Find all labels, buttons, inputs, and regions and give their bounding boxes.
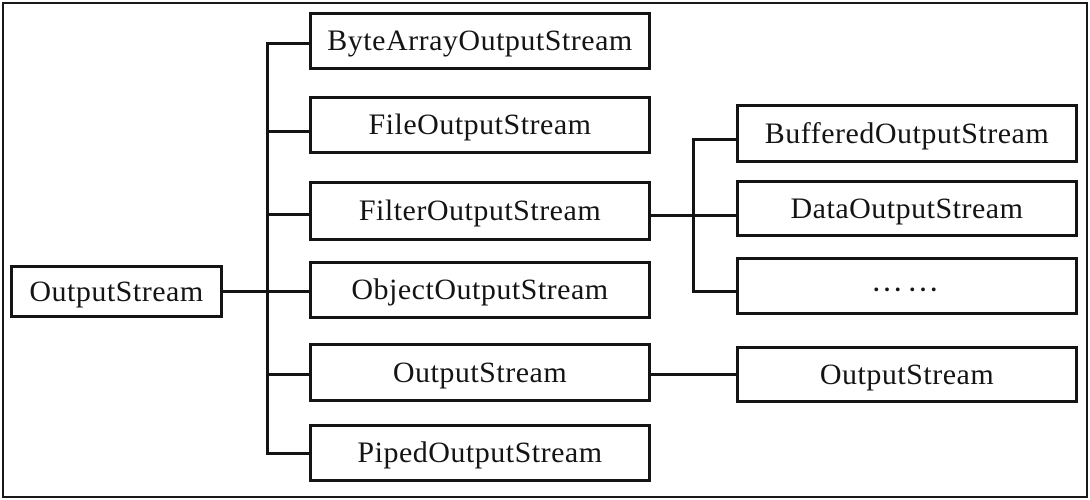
node-ellipsis: …… — [736, 257, 1078, 315]
node-outputstream-root: OutputStream — [10, 265, 223, 318]
node-dataoutputstream: DataOutputStream — [736, 180, 1078, 237]
node-outputstream-grandchild: OutputStream — [736, 346, 1078, 403]
connector-stub-ellipsis — [692, 290, 736, 293]
node-bytearrayoutputstream: ByteArrayOutputStream — [309, 12, 651, 70]
connector-stub-filter — [266, 213, 309, 216]
node-pipedoutputstream: PipedOutputStream — [309, 424, 651, 482]
connector-filter-to-trunk — [651, 214, 736, 217]
connector-stub-outputstream-child — [266, 373, 309, 376]
connector-trunk-left — [266, 42, 269, 455]
node-fileoutputstream: FileOutputStream — [309, 96, 651, 154]
node-objectoutputstream: ObjectOutputStream — [309, 261, 651, 319]
node-outputstream-child: OutputStream — [309, 343, 651, 402]
node-filteroutputstream: FilterOutputStream — [309, 181, 651, 241]
connector-stub-piped — [266, 452, 309, 455]
connector-outputstream-direct — [651, 373, 736, 376]
connector-stub-file — [266, 130, 309, 133]
connector-root-to-trunk — [221, 290, 309, 293]
node-bufferedoutputstream: BufferedOutputStream — [736, 104, 1078, 163]
connector-stub-bytearray — [266, 42, 309, 45]
connector-stub-buffered — [692, 138, 736, 141]
